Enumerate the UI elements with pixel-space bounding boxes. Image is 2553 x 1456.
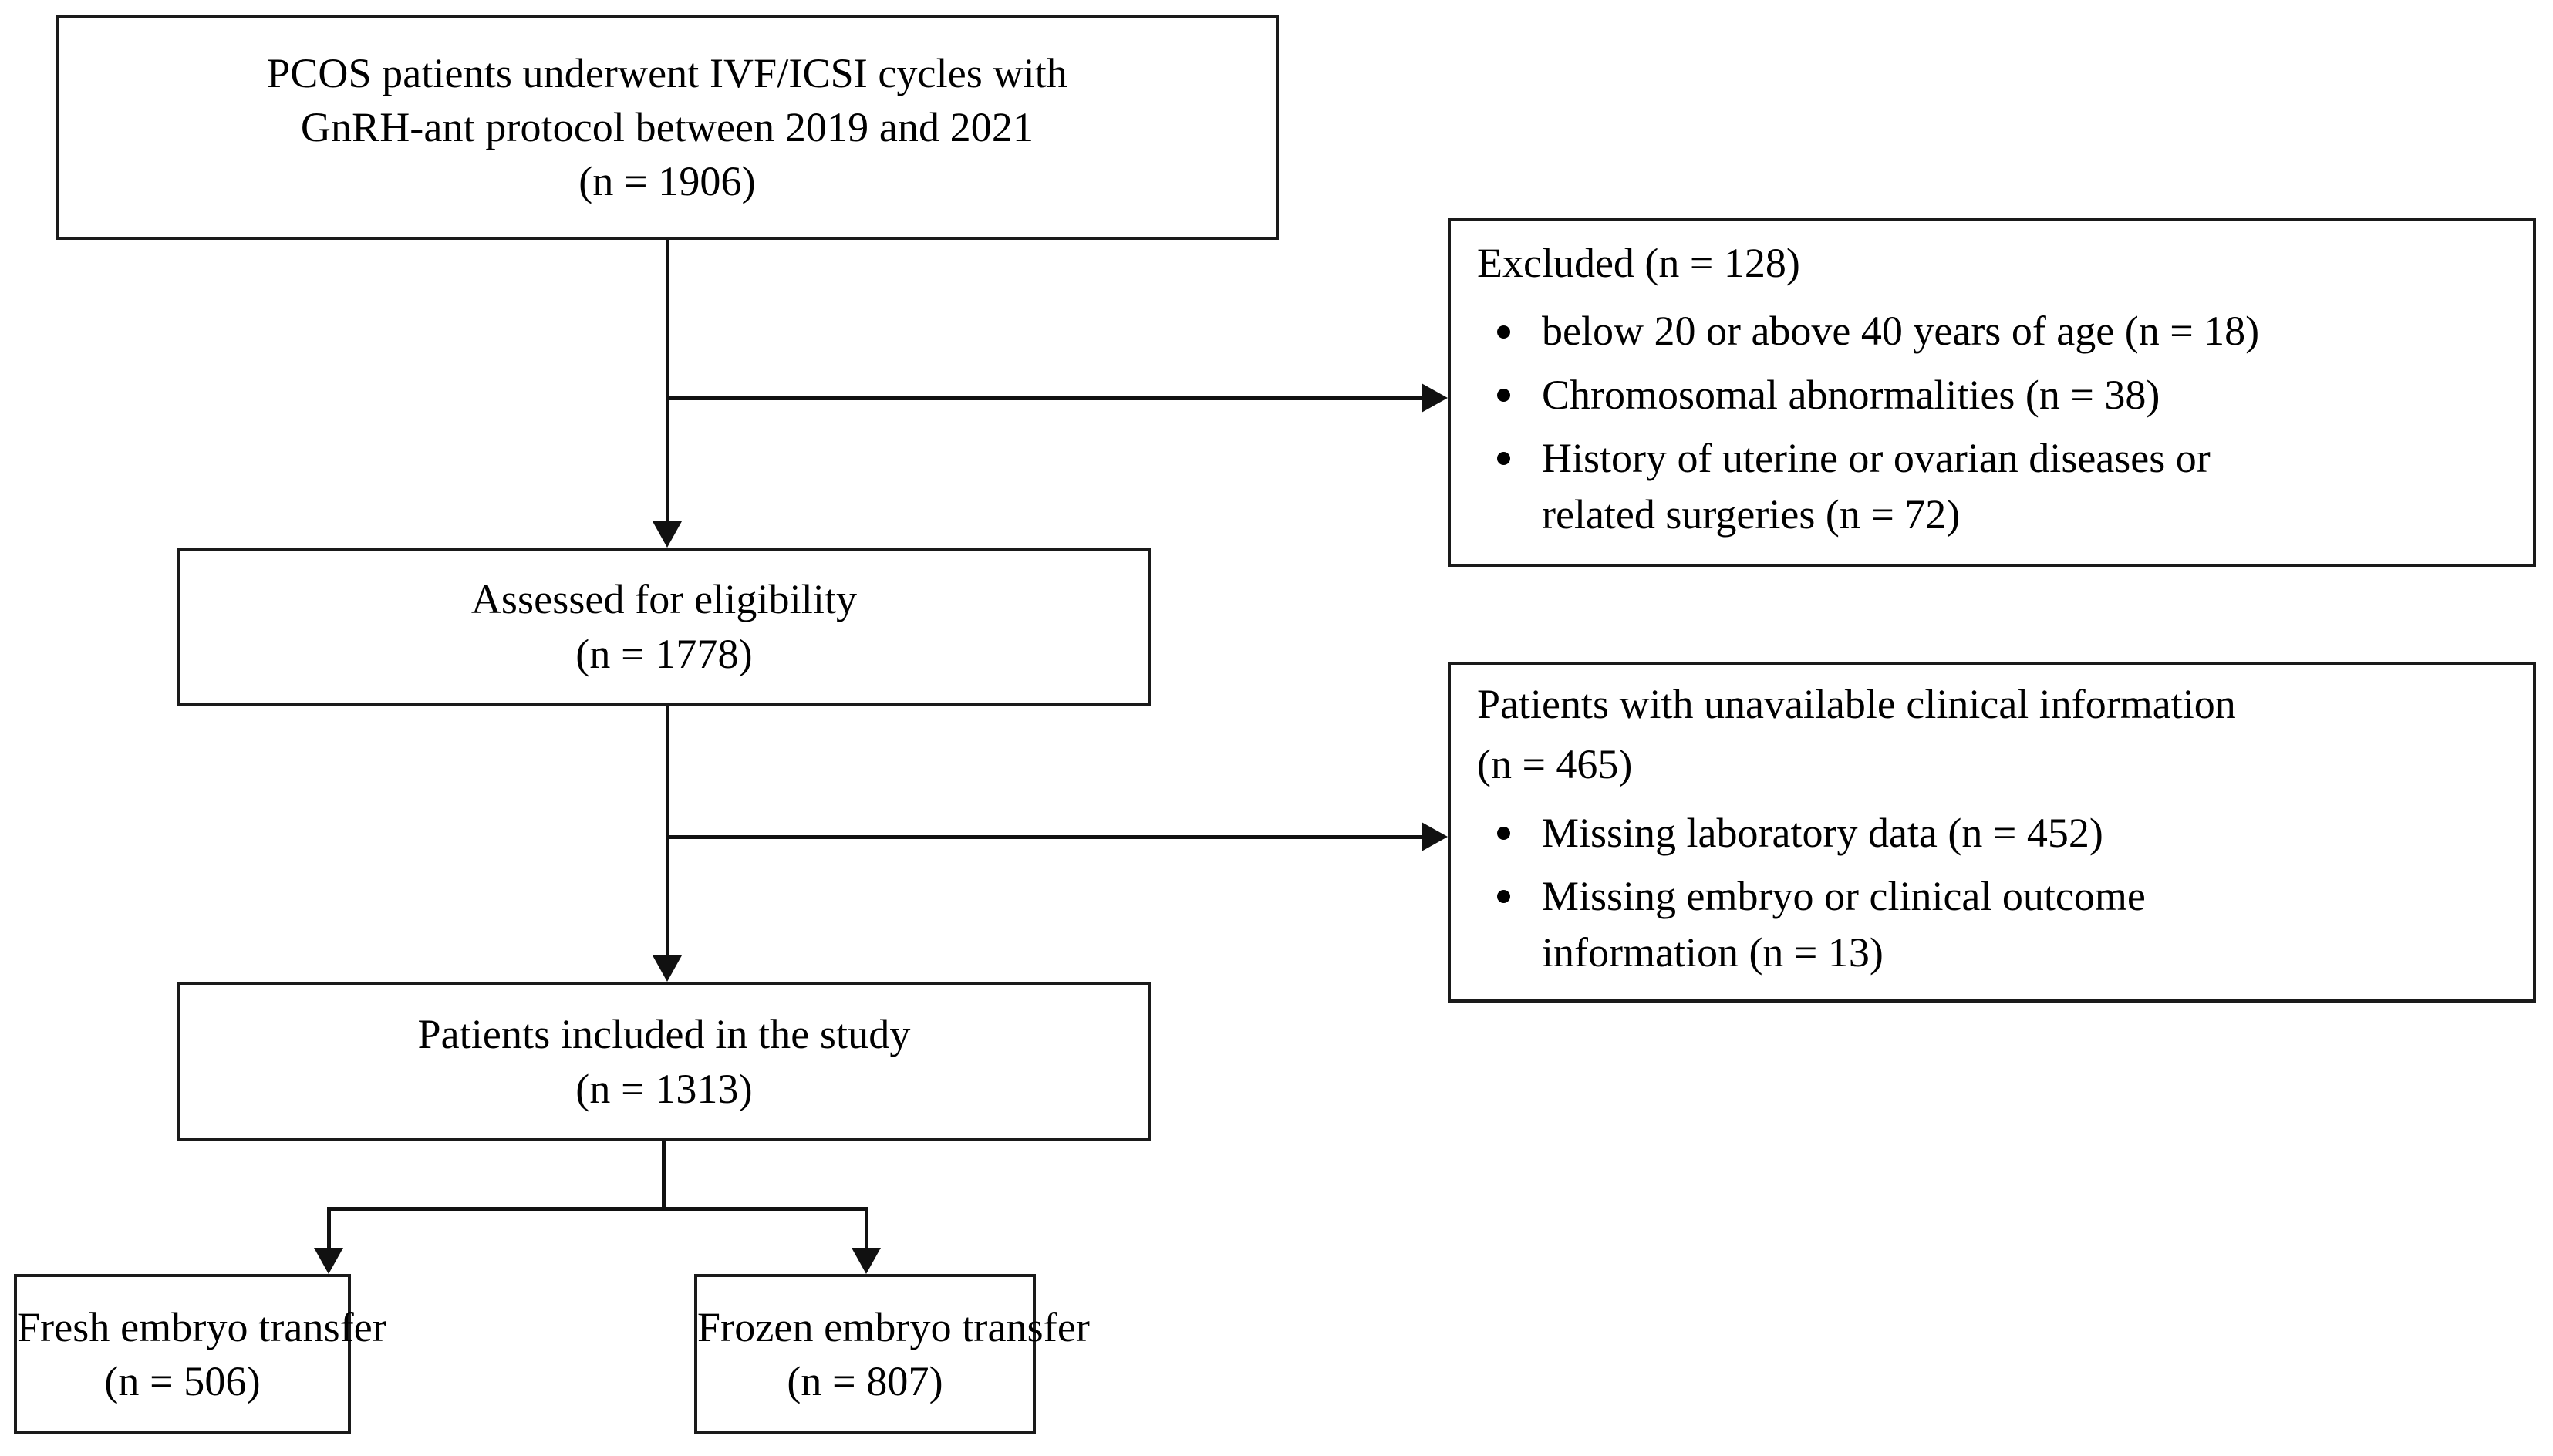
connector-eligibility-to-included — [666, 706, 669, 956]
bullet-dot-icon — [1497, 890, 1510, 904]
list-item: below 20 or above 40 years of age (n = 1… — [1477, 303, 2513, 359]
node-unavailable-clinical-information: Patients with unavailable clinical infor… — [1448, 662, 2536, 1003]
arrowhead-into-unavailable — [1422, 822, 1448, 851]
arrowhead-into-fresh — [314, 1248, 343, 1274]
arrowhead-into-included — [653, 956, 682, 982]
node-patients-included: Patients included in the study (n = 1313… — [177, 982, 1151, 1141]
bullet-dot-icon — [1497, 826, 1510, 840]
connector-fork-left-drop — [327, 1207, 331, 1248]
list-item: History of uterine or ovarian diseases o… — [1477, 430, 2513, 542]
eligibility-line-2: (n = 1778) — [575, 630, 753, 677]
unavailable-reason-2-line-2: information (n = 13) — [1542, 929, 1884, 976]
connector-included-stem — [662, 1141, 666, 1208]
bullet-dot-icon — [1497, 325, 1510, 339]
unavailable-heading-line-2: (n = 465) — [1477, 741, 1633, 788]
arrowhead-into-excluded — [1422, 383, 1448, 413]
frozen-line-2: (n = 807) — [787, 1358, 943, 1404]
unavailable-reason-list: Missing laboratory data (n = 452) Missin… — [1477, 797, 2513, 988]
unavailable-reason-2-line-1: Missing embryo or clinical outcome — [1542, 873, 2146, 920]
connector-fork-right-drop — [865, 1207, 868, 1248]
list-item: Missing embryo or clinical outcome infor… — [1477, 868, 2513, 980]
excluded-reason-1: below 20 or above 40 years of age (n = 1… — [1542, 308, 2260, 355]
excluded-reason-3-line-2: related surgeries (n = 72) — [1542, 490, 1961, 538]
included-line-1: Patients included in the study — [417, 1011, 911, 1058]
excluded-reason-2: Chromosomal abnormalities (n = 38) — [1542, 371, 2160, 418]
connector-fork-bar — [327, 1207, 868, 1211]
arrowhead-into-eligibility — [653, 521, 682, 548]
excluded-heading: Excluded (n = 128) — [1477, 240, 1800, 287]
unavailable-heading-line-1: Patients with unavailable clinical infor… — [1477, 681, 2236, 728]
arrowhead-into-frozen — [852, 1248, 881, 1274]
source-line-2: GnRH-ant protocol between 2019 and 2021 — [300, 103, 1034, 150]
excluded-reason-list: below 20 or above 40 years of age (n = 1… — [1477, 295, 2513, 549]
connector-to-excluded — [666, 396, 1422, 400]
bullet-dot-icon — [1497, 388, 1510, 402]
eligibility-line-1: Assessed for eligibility — [470, 576, 858, 623]
fresh-line-2: (n = 506) — [104, 1358, 261, 1404]
connector-source-to-eligibility — [666, 240, 669, 521]
frozen-line-1: Frozen embryo transfer — [697, 1303, 1091, 1350]
node-excluded: Excluded (n = 128) below 20 or above 40 … — [1448, 218, 2536, 567]
list-item: Chromosomal abnormalities (n = 38) — [1477, 367, 2513, 423]
node-frozen-embryo-transfer: Frozen embryo transfer (n = 807) — [694, 1274, 1091, 1434]
unavailable-reason-1: Missing laboratory data (n = 452) — [1542, 809, 2103, 856]
excluded-reason-3-line-1: History of uterine or ovarian diseases o… — [1542, 435, 2211, 482]
bullet-dot-icon — [1497, 452, 1510, 466]
included-line-2: (n = 1313) — [575, 1065, 753, 1112]
connector-to-unavailable — [666, 835, 1422, 839]
list-item: Missing laboratory data (n = 452) — [1477, 805, 2513, 861]
source-line-3: (n = 1906) — [578, 158, 756, 205]
source-line-1: PCOS patients underwent IVF/ICSI cycles … — [267, 49, 1067, 96]
node-assessed-for-eligibility: Assessed for eligibility (n = 1778) — [177, 548, 1151, 706]
fresh-line-1: Fresh embryo transfer — [17, 1303, 386, 1350]
node-source-population: PCOS patients underwent IVF/ICSI cycles … — [56, 15, 1279, 240]
node-fresh-embryo-transfer: Fresh embryo transfer (n = 506) — [14, 1274, 386, 1434]
